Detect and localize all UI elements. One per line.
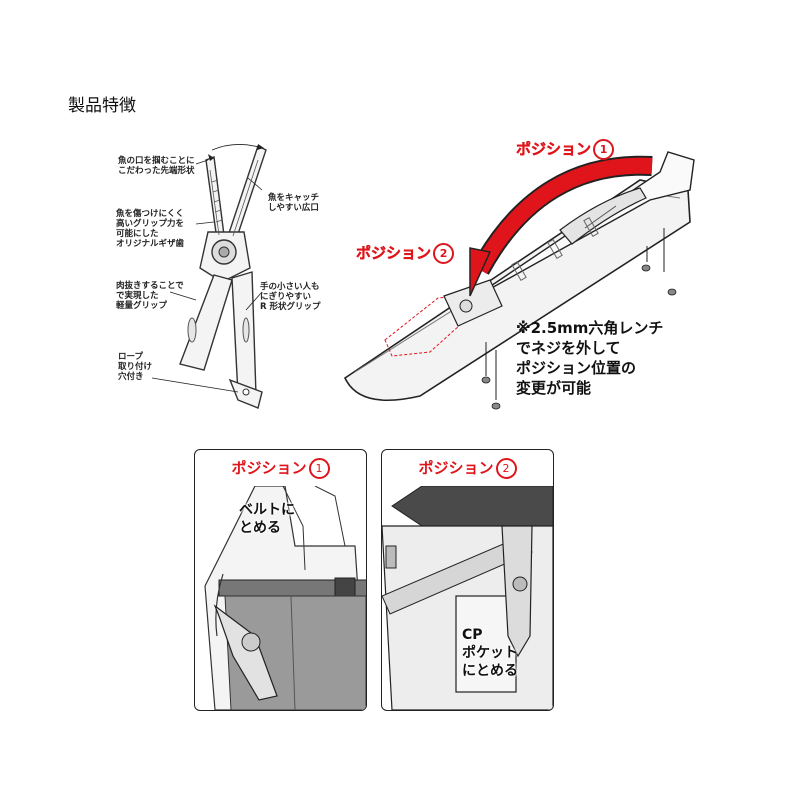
panel-belt-label: ベルトに とめる xyxy=(239,502,295,536)
position-1-number: 1 xyxy=(593,139,615,160)
page-title: 製品特徴 xyxy=(68,96,136,116)
annotation-wide-mouth: 魚をキャッチ しやすい広口 xyxy=(268,193,320,213)
panel-belt-title: ポジション xyxy=(231,459,307,477)
panel-belt-number: 1 xyxy=(308,458,330,479)
cp-pocket-illustration xyxy=(382,486,553,710)
panel-cp-title: ポジション xyxy=(418,459,494,477)
annotation-light-grip: 肉抜きすることで で実現した 軽量グリップ xyxy=(116,281,184,311)
annotation-rope-hole: ロープ 取り付け 穴付き xyxy=(118,352,153,382)
panel-cp-label: CP ポケット にとめる xyxy=(462,627,518,679)
position-2-label: ポジション xyxy=(356,244,432,262)
annotation-teeth: 魚を傷つけにくく 高いグリップ力を 可能にした オリジナルギザ歯 xyxy=(116,209,185,249)
panel-cp-number: 2 xyxy=(495,458,517,479)
annotation-tip-shape: 魚の口を掴むことに こだわった先端形状 xyxy=(118,156,195,176)
annotation-r-grip: 手の小さい人も にぎりやすい R 形状グリップ xyxy=(260,282,321,312)
position-2-number: 2 xyxy=(433,243,455,264)
position-1-label: ポジション xyxy=(516,140,592,158)
wrench-note: ※2.5mm六角レンチ でネジを外して ポジション位置の 変更が可能 xyxy=(516,319,664,397)
belt-illustration xyxy=(204,486,366,710)
